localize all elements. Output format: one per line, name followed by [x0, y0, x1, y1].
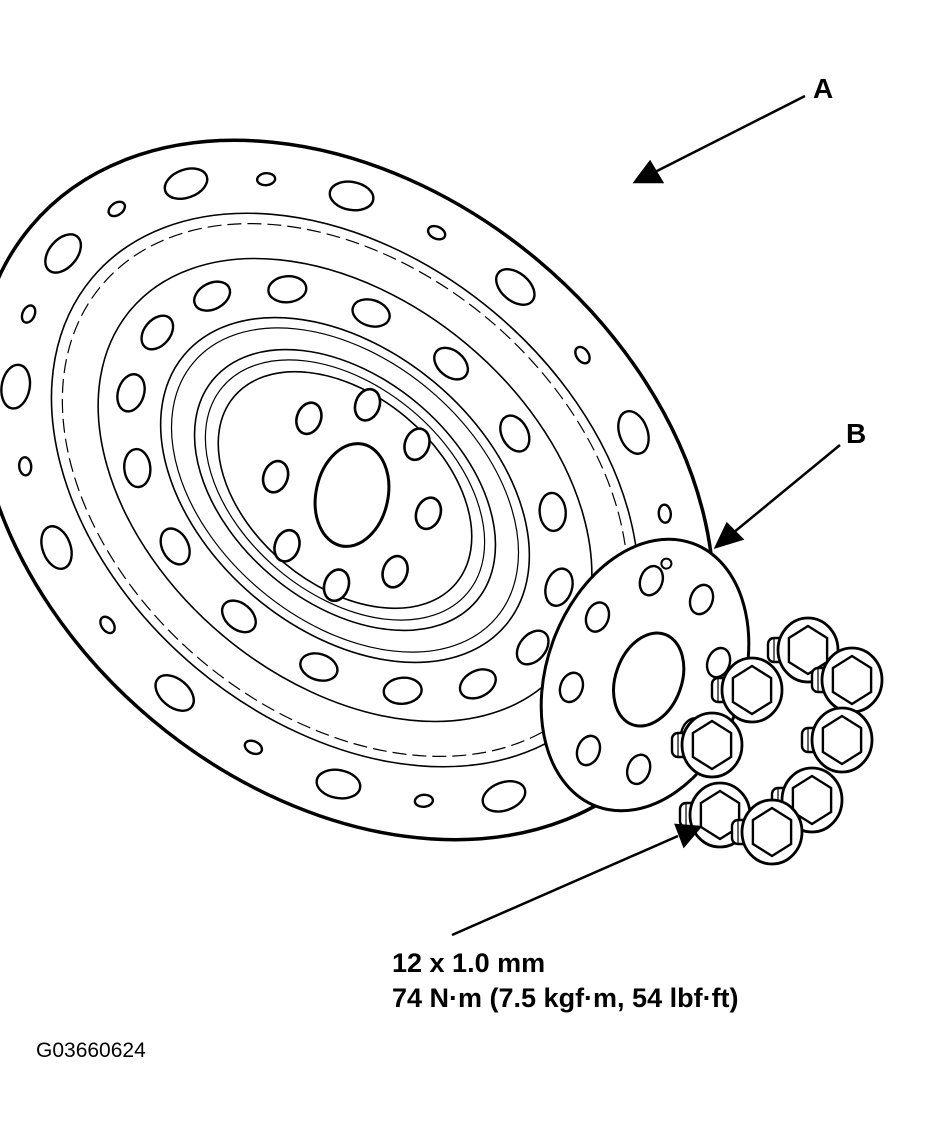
plate-hole: [617, 410, 650, 455]
plate-hole: [255, 171, 277, 187]
hub-bolt-hole: [381, 554, 409, 589]
plate-hole: [382, 676, 423, 705]
plate-hole: [426, 224, 447, 241]
plate-hole: [351, 298, 391, 328]
leader-b: [713, 444, 841, 550]
hub-bolt-hole: [295, 401, 323, 436]
flange-bolt: [670, 711, 744, 779]
plate-hole: [544, 567, 574, 607]
figure-code: G03660624: [36, 1039, 146, 1062]
leader-a: [632, 94, 806, 184]
plate-hole: [538, 491, 567, 533]
middle-hole-ring: [116, 275, 574, 705]
bolt-torque-label: 74 N·m (7.5 kgf·m, 54 lbf·ft): [392, 983, 739, 1013]
backing-plate-hole: [558, 671, 585, 704]
plate-hole: [0, 363, 32, 410]
plate-hole: [99, 615, 116, 635]
bolt-size-label: 12 x 1.0 mm: [392, 948, 546, 978]
backing-plate-bore: [612, 631, 686, 728]
flange-bolt: [800, 706, 874, 774]
plate-hole: [299, 652, 339, 682]
backing-plate-hole: [584, 601, 611, 633]
plate-hole: [40, 525, 73, 570]
drive-plate-ring-8: [217, 370, 473, 610]
flange-bolt: [710, 656, 784, 724]
plate-hole: [140, 314, 175, 351]
plate-hole: [220, 599, 257, 634]
flange-bolt: [730, 798, 804, 866]
drive-plate-ring-6: [193, 348, 497, 632]
plate-hole: [159, 527, 191, 566]
bolt-hex-head: [699, 789, 741, 841]
plate-hole: [163, 167, 209, 200]
leader-bolt-spec: [451, 823, 703, 937]
plate-hole: [116, 373, 146, 413]
hub-bolt-hole: [353, 387, 382, 422]
plate-hole: [20, 304, 37, 324]
plate-hole: [481, 780, 527, 813]
hub-bolt-hole: [261, 459, 290, 494]
backing-plate-hole: [625, 753, 652, 786]
plate-hole: [574, 345, 591, 365]
drive-plate-ring-5: [170, 327, 520, 653]
backing-plate-hole: [575, 734, 602, 767]
plate-hole: [657, 503, 673, 524]
plate-hole: [499, 414, 531, 453]
callout-b: B: [846, 418, 867, 449]
backing-plate-hole: [638, 564, 665, 597]
plate-hole: [433, 346, 470, 381]
plate-hole: [243, 739, 264, 756]
backing-plate-pin-hole: [660, 557, 673, 570]
plate-hole: [328, 180, 375, 212]
plate-hole: [495, 268, 536, 306]
drive-plate-ring-7: [204, 359, 486, 621]
bolt-hex-head: [787, 624, 829, 676]
drive-plate-hub: [261, 387, 443, 603]
hub-bolt-hole: [322, 568, 351, 603]
plate-hole: [44, 233, 83, 274]
callout-a: A: [813, 73, 834, 104]
plate-hole: [413, 793, 435, 809]
backing-plate-hole: [688, 583, 715, 616]
bolt-hex-head: [821, 714, 863, 766]
hub-bolt-hole: [414, 496, 443, 531]
bolt-hex-head: [731, 664, 773, 716]
hub-bolt-holes: [261, 387, 443, 603]
flange-bolt: [766, 616, 840, 684]
bolt-hex-head: [751, 806, 793, 858]
plate-hole: [315, 768, 362, 800]
hub-bolt-hole: [273, 528, 301, 563]
plate-hole: [154, 674, 195, 712]
plate-hole: [267, 275, 308, 304]
flywheel-bolts: [670, 616, 884, 866]
plate-hole: [123, 447, 152, 489]
hub-bolt-hole: [403, 427, 431, 462]
bolt-hex-head: [791, 774, 833, 826]
plate-hole: [458, 668, 497, 700]
plate-hole: [107, 200, 127, 218]
drive-plate-ring-4: [159, 316, 531, 664]
backing-plate-hole: [705, 646, 732, 679]
hub-bore: [313, 442, 391, 548]
plate-hole: [193, 280, 232, 312]
plate-hole: [515, 629, 550, 666]
bolt-hex-head: [831, 654, 873, 706]
flange-bolt: [810, 646, 884, 714]
bolt-hex-head: [691, 719, 733, 771]
plate-hole: [17, 456, 33, 477]
